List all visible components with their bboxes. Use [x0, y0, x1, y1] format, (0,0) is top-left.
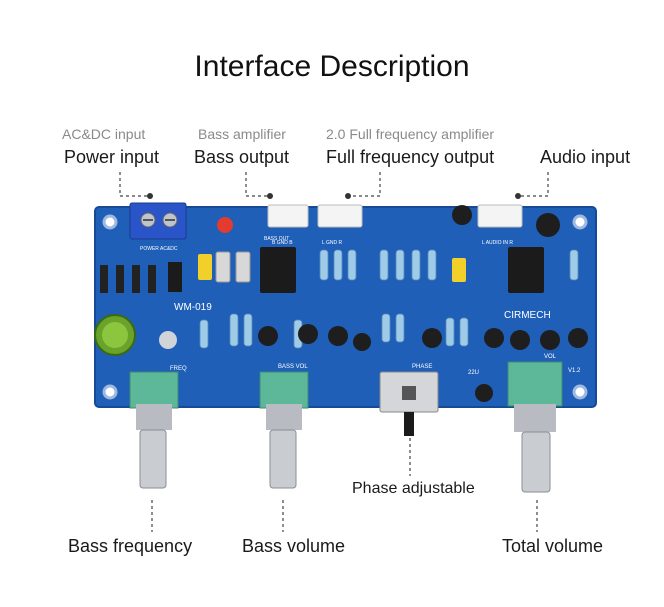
silk-bass-out: BASS OUT: [264, 236, 289, 242]
pot-total-volume: [507, 361, 563, 493]
grey-capacitors: [215, 251, 251, 283]
silk-phase: PHASE: [412, 364, 432, 370]
silk-lgndr: L GND R: [322, 240, 342, 246]
silk-bass-vol: BASS VOL: [278, 364, 308, 370]
resistors: [199, 249, 579, 349]
label-audio-input: Audio input: [540, 147, 631, 167]
label-acdc-input: AC&DC input: [62, 126, 146, 142]
leader-bass-output: [245, 172, 268, 197]
label-full-freq-output: Full frequency output: [326, 147, 495, 167]
silkscreen: WM-019 CIRMECH FREQ BASS VOL PHASE VOL V…: [140, 236, 581, 376]
pot-bass-volume: [259, 371, 309, 489]
diodes: [100, 265, 156, 293]
silk-audio-in: L AUDIO IN R: [482, 240, 513, 246]
label-full-freq-amplifier: 2.0 Full frequency amplifier: [326, 126, 495, 142]
leader-full-freq-output: [350, 172, 381, 197]
led-indicator: [217, 217, 233, 233]
connectors: [267, 204, 523, 228]
power-terminal: [129, 202, 187, 240]
mounting-holes: [102, 214, 588, 400]
leader-power-input: [119, 172, 148, 197]
film-capacitors: [198, 254, 466, 282]
pot-bass-frequency: [129, 371, 179, 489]
phase-switch: [379, 371, 439, 436]
label-bass-output: Bass output: [194, 147, 290, 167]
silk-22u: 22U: [468, 370, 479, 376]
silk-power: POWER AC&DC: [140, 246, 178, 252]
silk-model: WM-019: [174, 302, 212, 313]
label-total-volume: Total volume: [502, 536, 604, 556]
electrolytic-capacitors: [94, 205, 588, 402]
label-phase-adjustable: Phase adjustable: [352, 480, 475, 497]
leader-lines: [119, 172, 549, 532]
label-bass-frequency: Bass frequency: [68, 536, 193, 556]
silk-brand: CIRMECH: [504, 310, 551, 321]
silk-v12: V1.2: [568, 368, 581, 374]
leader-audio-input: [520, 172, 549, 197]
label-bass-amplifier: Bass amplifier: [198, 126, 286, 142]
leader-dots: [147, 193, 521, 199]
silk-vol: VOL: [544, 354, 557, 360]
ic-chips: [168, 247, 544, 293]
silk-freq: FREQ: [170, 366, 187, 372]
silk-bgndb: B GND B: [272, 240, 293, 246]
label-bass-volume: Bass volume: [242, 536, 346, 556]
label-power-input: Power input: [64, 147, 160, 167]
page-title: Interface Description: [194, 50, 470, 83]
